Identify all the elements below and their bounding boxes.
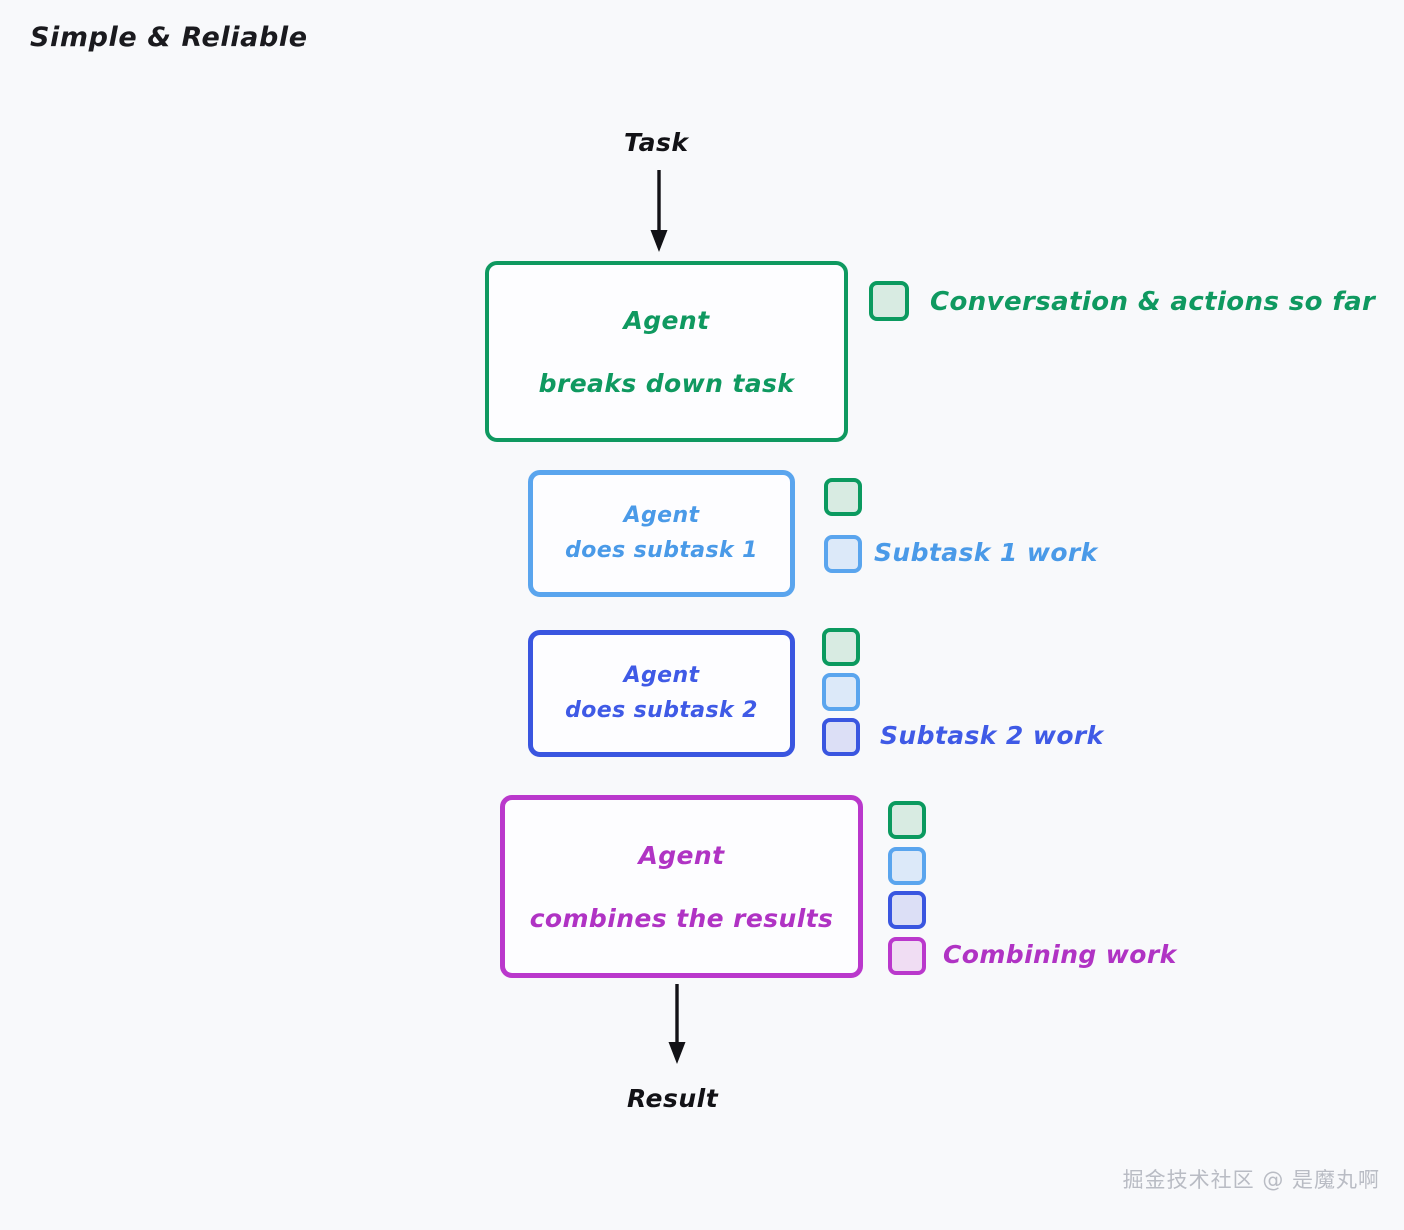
agent-combine-line2: combines the results [529, 903, 834, 933]
agent-subtask-1-box[interactable]: Agent does subtask 1 [528, 470, 795, 597]
agent-breakdown-line1: Agent [623, 305, 710, 335]
swatch-conversation-row2 [824, 478, 862, 516]
watermark: 掘金技术社区 @ 是魔丸啊 [1122, 1168, 1380, 1192]
legend-label-subtask-2: Subtask 2 work [880, 721, 1104, 750]
swatch-subtask-1-row3 [822, 673, 860, 711]
agent-subtask-2-line2: does subtask 2 [565, 697, 758, 723]
agent-breakdown-line2: breaks down task [538, 368, 795, 398]
arrow-down-result-icon [668, 984, 686, 1064]
agent-combine-line1: Agent [638, 840, 725, 870]
swatch-combining-row4 [888, 937, 926, 975]
swatch-subtask-1-row4 [888, 847, 926, 885]
swatch-conversation-row1 [869, 281, 909, 321]
swatch-conversation-row4 [888, 801, 926, 839]
legend-label-subtask-1: Subtask 1 work [874, 538, 1098, 567]
result-output-label: Result [627, 1084, 719, 1113]
swatch-subtask-2-row3 [822, 718, 860, 756]
agent-subtask-2-line1: Agent [623, 663, 700, 689]
swatch-subtask-1-row2 [824, 535, 862, 573]
legend-label-combining: Combining work [943, 940, 1177, 969]
agent-subtask-1-line1: Agent [623, 503, 700, 529]
task-input-label: Task [624, 128, 689, 157]
arrow-down-task-icon [650, 170, 668, 252]
agent-breakdown-box[interactable]: Agent breaks down task [485, 261, 848, 442]
agent-combine-box[interactable]: Agent combines the results [500, 795, 863, 978]
agent-subtask-2-box[interactable]: Agent does subtask 2 [528, 630, 795, 757]
legend-label-conversation: Conversation & actions so far [930, 287, 1376, 317]
page-title: Simple & Reliable [30, 22, 308, 53]
swatch-subtask-2-row4 [888, 891, 926, 929]
swatch-conversation-row3 [822, 628, 860, 666]
agent-subtask-1-line2: does subtask 1 [565, 537, 758, 563]
